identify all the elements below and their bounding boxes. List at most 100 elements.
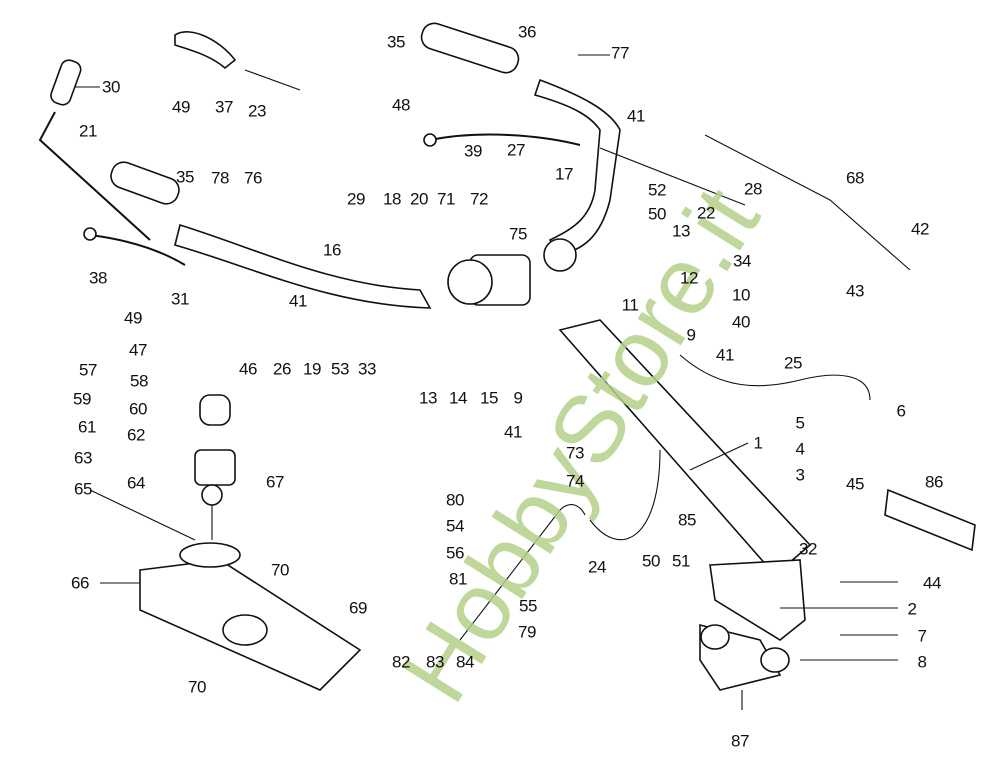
part-label-78: 78	[211, 168, 229, 188]
part-label-3: 3	[795, 465, 805, 485]
part-label-62: 62	[127, 425, 145, 445]
part-label-10: 10	[732, 285, 750, 305]
part-label-13-center: 13	[419, 388, 437, 408]
part-label-72: 72	[470, 189, 488, 209]
handlebar-tube-left	[174, 223, 432, 309]
part-label-68: 68	[846, 168, 864, 188]
lever-ball	[83, 227, 97, 241]
part-label-47: 47	[129, 340, 147, 360]
part-label-33: 33	[358, 359, 376, 379]
part-label-9-right: 9	[686, 325, 696, 345]
part-label-73: 73	[566, 443, 584, 463]
part-label-1: 1	[753, 433, 763, 453]
part-label-29: 29	[347, 189, 365, 209]
part-label-28: 28	[744, 179, 762, 199]
part-label-53: 53	[331, 359, 349, 379]
part-label-17: 17	[555, 164, 573, 184]
part-label-80: 80	[446, 490, 464, 510]
part-label-41-center: 41	[504, 422, 522, 442]
part-label-83: 83	[426, 652, 444, 672]
gear-wheel	[447, 259, 493, 305]
cable-24	[589, 449, 661, 540]
right-brake-lever	[429, 133, 581, 146]
part-label-79: 79	[518, 622, 536, 642]
part-label-61: 61	[78, 417, 96, 437]
cable-80	[459, 504, 586, 641]
part-label-16: 16	[323, 240, 341, 260]
clutch-lever	[174, 31, 237, 70]
part-label-51: 51	[672, 551, 690, 571]
part-label-42: 42	[911, 219, 929, 239]
part-label-27: 27	[507, 140, 525, 160]
part-label-52: 52	[648, 180, 666, 200]
part-label-30: 30	[102, 77, 120, 97]
part-label-77: 77	[611, 43, 629, 63]
part-label-70-top: 70	[271, 560, 289, 580]
mounting-bracket	[709, 559, 806, 641]
part-label-23: 23	[248, 101, 266, 121]
part-label-54: 54	[446, 516, 464, 536]
cable-43	[704, 134, 911, 271]
part-label-8: 8	[917, 652, 927, 672]
part-label-36: 36	[518, 22, 536, 42]
part-label-74: 74	[566, 471, 584, 491]
part-label-37: 37	[215, 97, 233, 117]
selector-stack	[199, 394, 231, 426]
part-label-38: 38	[89, 268, 107, 288]
part-label-70-bottom: 70	[188, 677, 206, 697]
part-label-87: 87	[731, 731, 749, 751]
plate	[884, 488, 976, 552]
part-label-63: 63	[74, 448, 92, 468]
part-label-31: 31	[171, 289, 189, 309]
part-label-4: 4	[795, 439, 805, 459]
part-label-86: 86	[925, 472, 943, 492]
part-label-67: 67	[266, 472, 284, 492]
part-label-57: 57	[79, 360, 97, 380]
part-label-40: 40	[732, 312, 750, 332]
part-label-48: 48	[392, 95, 410, 115]
part-label-71: 71	[437, 189, 455, 209]
part-label-2: 2	[907, 599, 917, 619]
part-label-84: 84	[456, 652, 474, 672]
part-label-65: 65	[74, 479, 92, 499]
part-label-39: 39	[464, 141, 482, 161]
part-label-49-left: 49	[124, 308, 142, 328]
part-label-82: 82	[392, 652, 410, 672]
part-label-76: 76	[244, 168, 262, 188]
part-label-34: 34	[733, 251, 751, 271]
part-label-20: 20	[410, 189, 428, 209]
part-label-43: 43	[846, 281, 864, 301]
part-label-41-top: 41	[627, 106, 645, 126]
part-label-9-center: 9	[513, 388, 523, 408]
part-label-32: 32	[799, 539, 817, 559]
part-label-35-left: 35	[176, 167, 194, 187]
part-label-13-right: 13	[672, 221, 690, 241]
right-grip	[420, 22, 520, 74]
part-label-11: 11	[621, 295, 639, 315]
part-label-81: 81	[449, 569, 467, 589]
handlebar-tube-right	[533, 78, 621, 256]
part-label-5: 5	[795, 413, 805, 433]
part-label-15: 15	[480, 388, 498, 408]
part-label-75: 75	[509, 224, 527, 244]
left-brake-lever	[89, 234, 186, 266]
part-label-6: 6	[896, 401, 906, 421]
part-label-41-left: 41	[289, 291, 307, 311]
part-label-25: 25	[784, 353, 802, 373]
part-label-55: 55	[519, 596, 537, 616]
left-grip	[110, 161, 180, 205]
part-label-26: 26	[273, 359, 291, 379]
part-label-45: 45	[846, 474, 864, 494]
part-label-14: 14	[449, 388, 467, 408]
cable-22	[599, 147, 746, 206]
part-label-21: 21	[79, 121, 97, 141]
part-label-64: 64	[127, 473, 145, 493]
part-label-7: 7	[917, 626, 927, 646]
part-label-22: 22	[697, 203, 715, 223]
part-label-41-right: 41	[716, 345, 734, 365]
part-label-12: 12	[680, 268, 698, 288]
part-label-58: 58	[130, 371, 148, 391]
part-label-60: 60	[129, 399, 147, 419]
gear-lever-knob	[50, 59, 82, 106]
